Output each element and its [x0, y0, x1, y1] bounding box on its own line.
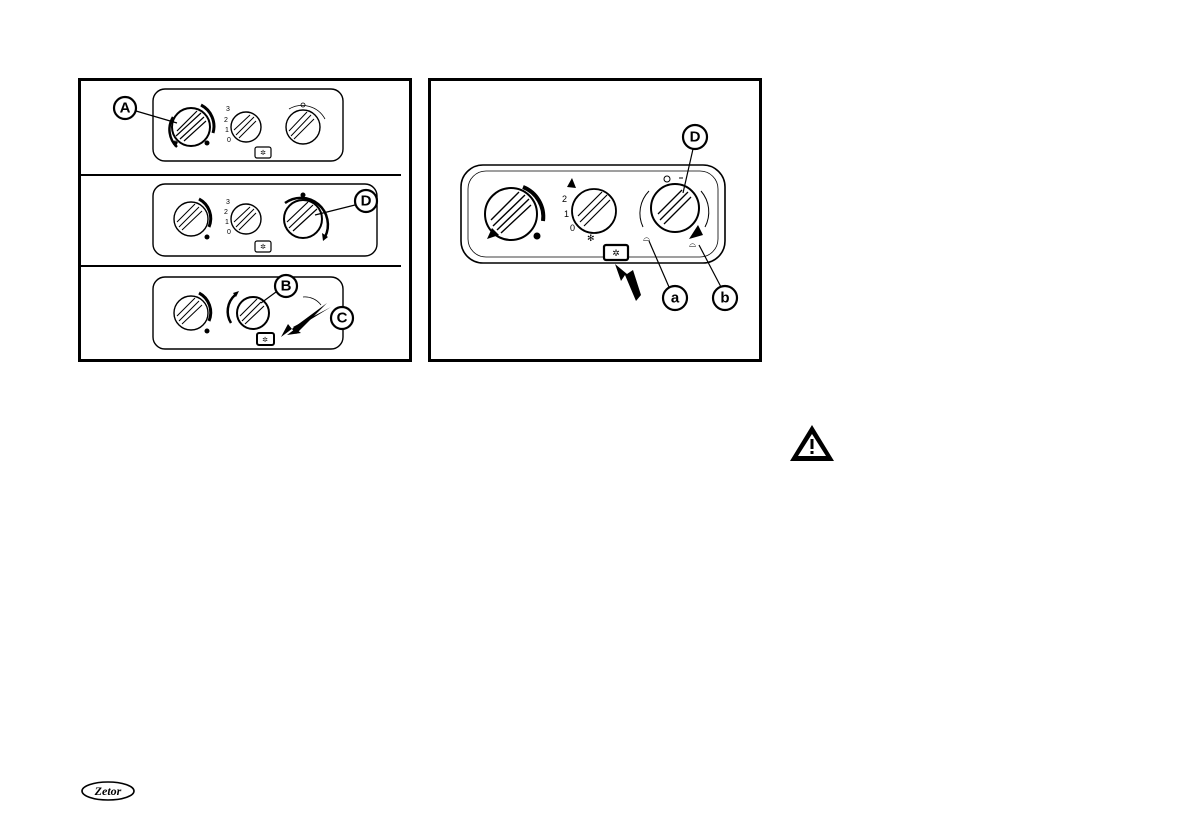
- callout-label-d: D: [690, 129, 701, 146]
- fan-scale-label: 1: [225, 127, 229, 134]
- control-panel-view-1: 3 2 1 0 ✲ A: [114, 89, 343, 161]
- fan-scale-label: 0: [227, 137, 231, 144]
- fan-scale-label: 0: [570, 223, 575, 233]
- callout-label-a: a: [671, 290, 680, 307]
- air-flow-windshield-icon: ⌓: [689, 239, 696, 249]
- svg-text:✲: ✲: [260, 149, 266, 157]
- fan-scale-label: 2: [224, 209, 228, 216]
- control-panel-detail: 2 1 0 ✻ ✲ ⌓ ⌓: [461, 165, 725, 301]
- callout-label-d: D: [361, 193, 372, 210]
- figure-panel-sequence-drawing: 3 2 1 0 ✲ A 3 2 1: [81, 81, 409, 359]
- control-panel-view-2: 3 2 1 0 ✲ D: [153, 184, 377, 256]
- zetor-logo: Zetor: [80, 780, 136, 802]
- svg-text:✲: ✲: [260, 243, 266, 251]
- figure-panel-detail: 2 1 0 ✻ ✲ ⌓ ⌓ D a b: [428, 78, 762, 362]
- svg-text:✲: ✲: [612, 248, 620, 258]
- callout-label-b: B: [281, 278, 292, 295]
- figure-panel-sequence: 3 2 1 0 ✲ A 3 2 1: [78, 78, 412, 362]
- svg-text:Zetor: Zetor: [94, 784, 122, 798]
- fan-scale-label: 3: [226, 106, 230, 113]
- callout-label-b: b: [720, 290, 729, 307]
- fan-scale-label: 1: [225, 219, 229, 226]
- fan-scale-label: 2: [562, 194, 567, 204]
- control-panel-view-3: ✲ B C: [153, 275, 353, 349]
- fan-scale-label: 0: [227, 229, 231, 236]
- fan-scale-label: 3: [226, 199, 230, 206]
- fan-scale-label: 2: [224, 117, 228, 124]
- warning-triangle-icon: [788, 423, 836, 463]
- callout-label-a: A: [120, 100, 131, 117]
- figure-panel-detail-drawing: 2 1 0 ✻ ✲ ⌓ ⌓ D a b: [431, 81, 759, 359]
- svg-text:✲: ✲: [262, 336, 268, 344]
- fan-icon: ✻: [587, 233, 595, 243]
- fan-scale-label: 1: [564, 209, 569, 219]
- callout-label-c: C: [337, 310, 348, 327]
